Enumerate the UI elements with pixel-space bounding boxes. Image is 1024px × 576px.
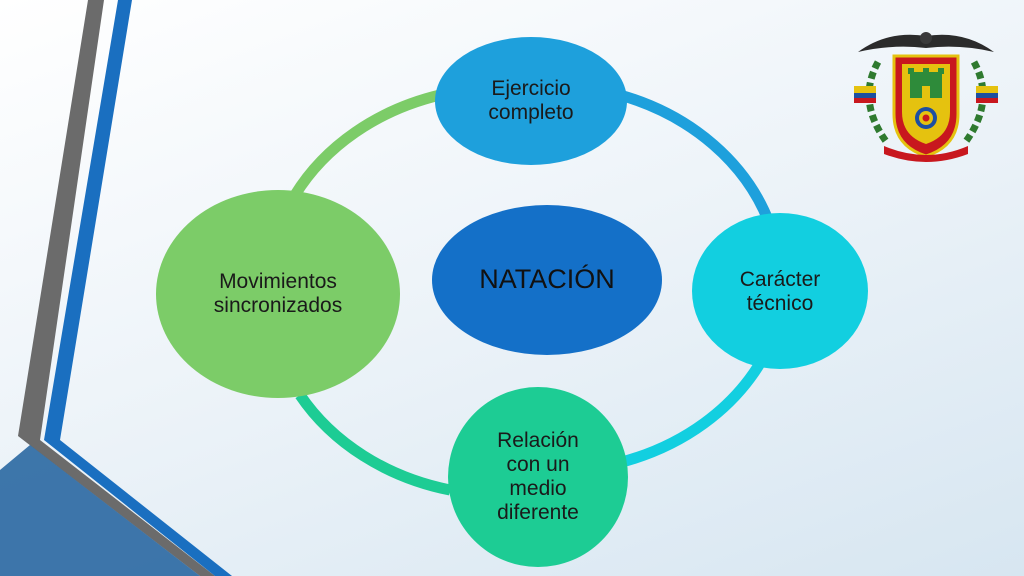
node-bottom-label: Relación con un medio diferente <box>497 428 579 525</box>
node-left-label: Movimientos sincronizados <box>213 269 343 317</box>
node-right-label: Carácter técnico <box>739 267 821 315</box>
ring-arc-top-right <box>618 89 776 227</box>
stripe-gray <box>18 0 215 576</box>
university-crest-logo <box>854 32 998 162</box>
node-center[interactable] <box>432 205 662 355</box>
stripe-dark-blue <box>0 445 200 576</box>
node-top-label: Ejercicio completo <box>488 76 574 124</box>
ring-arc-left-top <box>290 89 442 198</box>
center-label: NATACIÓN <box>479 264 615 295</box>
ring-arc-right-bottom <box>620 357 767 468</box>
node-bottom[interactable] <box>448 387 628 567</box>
node-right[interactable] <box>692 213 868 369</box>
ring-arc-bottom-left <box>295 391 452 496</box>
node-top[interactable] <box>435 37 627 165</box>
node-left[interactable] <box>156 190 400 398</box>
stripe-blue <box>44 0 232 576</box>
